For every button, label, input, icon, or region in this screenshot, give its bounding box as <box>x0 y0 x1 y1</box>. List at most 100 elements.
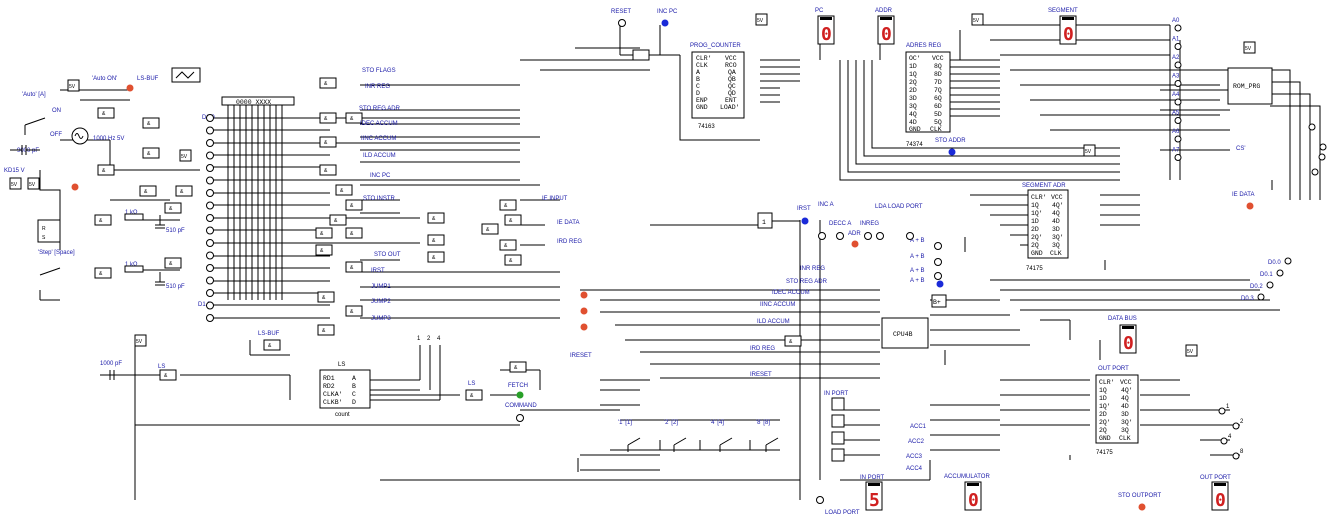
bus-pin[interactable] <box>206 139 214 147</box>
status-led <box>851 240 859 248</box>
svg-text:CLR': CLR' <box>696 55 712 62</box>
svg-text:5V: 5V <box>1085 149 1092 155</box>
svg-text:&: & <box>350 116 354 122</box>
cpu-chip: CPU4B B+ 1 <box>757 212 947 349</box>
signal-pin[interactable] <box>864 232 872 240</box>
svg-text:&: & <box>334 218 338 224</box>
out-pin[interactable] <box>1220 437 1228 445</box>
svg-text:2D: 2D <box>1099 411 1107 418</box>
signal-pin[interactable] <box>836 232 844 240</box>
svg-text:ENT: ENT <box>725 97 737 104</box>
bus-pin[interactable] <box>206 114 214 122</box>
logic-gate: & <box>345 199 363 211</box>
step-switch[interactable] <box>39 267 61 300</box>
signal-label: IRD REG <box>750 346 775 352</box>
bus-pin[interactable] <box>206 126 214 135</box>
svg-text:4Q: 4Q <box>1121 395 1129 402</box>
signal-pin[interactable] <box>934 242 942 250</box>
bus-pin[interactable] <box>206 289 214 297</box>
svg-text:5Q: 5Q <box>934 119 942 126</box>
input-switch[interactable] <box>765 437 779 452</box>
svg-text:R: R <box>42 226 46 232</box>
sto-addr-label: STO ADDR <box>935 138 966 144</box>
rom-address-pin[interactable] <box>1174 117 1182 124</box>
load-port-pin[interactable] <box>816 496 824 504</box>
signal-label: INR REG <box>365 84 390 90</box>
rom-address-pin[interactable] <box>1174 135 1182 143</box>
out-pin[interactable] <box>1232 422 1240 430</box>
rom-data-pin[interactable] <box>1284 257 1292 265</box>
bus-pin[interactable] <box>206 264 214 272</box>
rom-address-pin[interactable] <box>1174 154 1182 161</box>
clock-section: 'Auto' [A] ON OFF 1000 Hz 5V 9000 pF KD1… <box>4 67 215 380</box>
signal-pin[interactable] <box>934 258 942 266</box>
rom-address-pin[interactable] <box>1174 98 1182 106</box>
signal-pin[interactable] <box>818 232 826 240</box>
logic-gate: & <box>345 305 363 317</box>
rom-data-pin[interactable] <box>1276 269 1284 277</box>
svg-text:2Q: 2Q <box>909 79 917 86</box>
command-pin[interactable] <box>516 414 524 422</box>
rom-aux-pin[interactable] <box>1319 143 1327 151</box>
input-switch[interactable] <box>627 437 641 452</box>
signal-label: IINC ACCUM <box>760 302 795 308</box>
svg-text:&: & <box>324 140 328 146</box>
rom-aux-pin[interactable] <box>1311 168 1319 176</box>
status-led <box>580 323 588 331</box>
out-pin[interactable] <box>1232 452 1240 460</box>
bus-pin[interactable] <box>206 164 214 172</box>
out-pin[interactable] <box>1218 407 1226 415</box>
svg-text:QD: QD <box>728 90 736 97</box>
signal-label: A + B <box>910 278 925 284</box>
rom-data-pin[interactable] <box>1266 281 1274 289</box>
svg-text:IN PORT: IN PORT <box>824 391 849 397</box>
bus-pin[interactable] <box>206 226 214 235</box>
bus-pin[interactable] <box>206 251 214 260</box>
signal-label: INC PC <box>370 173 391 179</box>
signal-pin[interactable] <box>906 232 914 240</box>
rom-address-label: A2 <box>1172 55 1180 61</box>
out-port-display-label: OUT PORT <box>1200 475 1231 481</box>
rom-address-pin[interactable] <box>1174 61 1182 69</box>
rom-aux-pin[interactable] <box>1308 123 1316 131</box>
signal-label: DECC A <box>829 221 851 227</box>
signal-pin[interactable] <box>876 232 884 240</box>
signal-label: JUMP2 <box>371 299 391 305</box>
rom-data-pin[interactable] <box>1257 293 1265 301</box>
bus-pin[interactable] <box>206 214 214 222</box>
auto-switch[interactable] <box>24 117 46 135</box>
logic-gate: & <box>139 185 157 197</box>
svg-text:7D: 7D <box>934 79 942 86</box>
reset-pin[interactable] <box>618 19 626 27</box>
logic-gate: & <box>317 291 335 303</box>
bus-pin[interactable] <box>206 239 214 247</box>
bus-pin[interactable] <box>206 189 214 197</box>
input-switch[interactable] <box>719 437 733 452</box>
auto-switch-label: 'Auto' [A] <box>22 92 46 98</box>
bus-pin[interactable] <box>206 276 214 285</box>
power-supply-icon: 5V <box>67 79 80 92</box>
logic-gate: & <box>94 214 112 226</box>
svg-text:4D: 4D <box>1121 403 1129 410</box>
power-supply-icon: 5V <box>971 13 984 26</box>
rom-address-pin[interactable] <box>1174 43 1182 50</box>
svg-text:3Q: 3Q <box>909 103 917 110</box>
input-switch[interactable] <box>673 437 687 452</box>
rom-address-pin[interactable] <box>1174 24 1182 32</box>
signal-pin[interactable] <box>934 272 942 280</box>
bus-pin[interactable] <box>206 314 214 322</box>
rom-aux-pin[interactable] <box>1318 153 1326 161</box>
rom-address-pin[interactable] <box>1174 80 1182 87</box>
bus-pin[interactable] <box>206 301 214 310</box>
bus-pin[interactable] <box>206 151 214 160</box>
auto-on-label: 'Auto ON' <box>92 76 117 82</box>
svg-text:2Q': 2Q' <box>1031 234 1043 241</box>
svg-text:SEGMENT: SEGMENT <box>1048 8 1078 14</box>
svg-text:CLKB': CLKB' <box>323 399 343 406</box>
bus-pin[interactable] <box>206 201 214 210</box>
logic-gate: & <box>329 214 347 226</box>
bus-pin[interactable] <box>206 176 214 185</box>
in-port: IN PORT '1' [1]'2' [2]'4' [4]'8' [8] LOA… <box>618 391 860 516</box>
signal-label: JUMP3 <box>371 316 391 322</box>
svg-text:VCC: VCC <box>1120 379 1132 386</box>
